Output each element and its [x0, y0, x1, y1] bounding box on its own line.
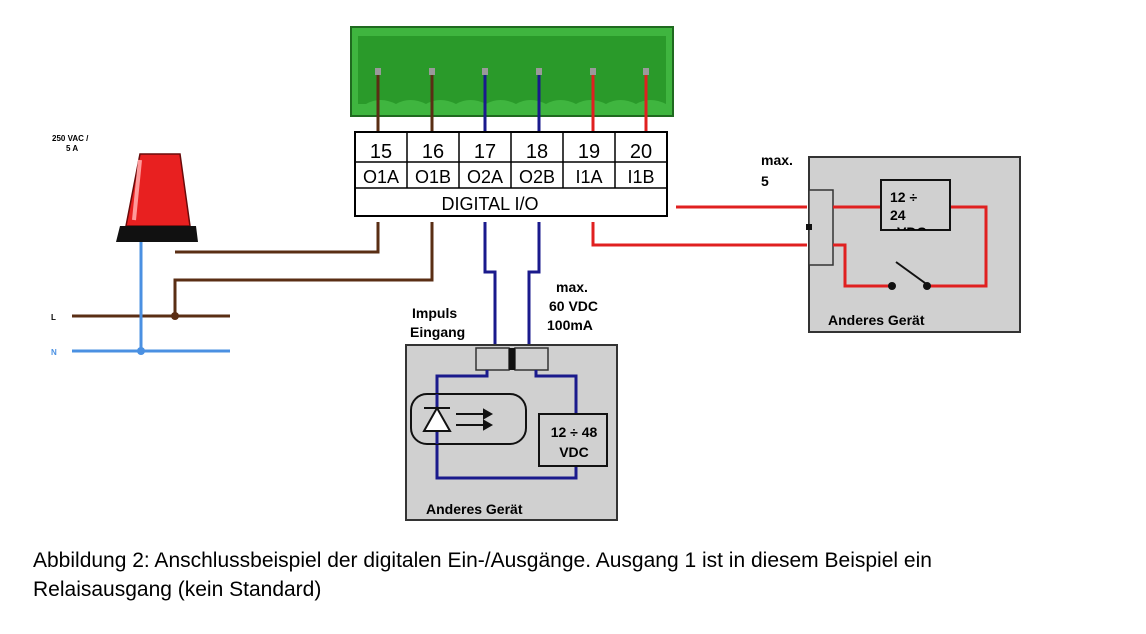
pulse-supply-line2: VDC — [559, 444, 589, 460]
lamp-rating-line1: 250 VAC / — [52, 134, 89, 143]
terminal-number-19: 19 — [578, 141, 600, 163]
terminal-number-18: 18 — [526, 141, 548, 163]
terminal-number-15: 15 — [370, 141, 392, 163]
relay-max-line2: 5 — [761, 173, 769, 189]
warning-lamp — [116, 153, 198, 242]
pulse-supply-line1: 12 ÷ 48 — [551, 424, 598, 440]
terminal-block-title: DIGITAL I/O — [441, 194, 538, 214]
terminal-number-20: 20 — [630, 141, 652, 163]
lamp-rating-line2: 5 A — [66, 144, 78, 153]
figure-caption: Abbildung 2: Anschlussbeispiel der digit… — [33, 546, 1133, 604]
relay-input-device — [806, 156, 1021, 333]
relay-supply-line3: VDC — [897, 224, 927, 240]
terminal-block: 15 16 17 18 19 20 O1A O1B O2A O2B I1A I1… — [354, 131, 668, 217]
pulse-max-line1: max. — [556, 279, 588, 295]
input1-wires — [591, 205, 807, 247]
terminal-label-o1b: O1B — [415, 167, 451, 187]
terminal-number-17: 17 — [474, 141, 496, 163]
pulse-input-label-line2: Eingang — [410, 324, 465, 340]
caption-line1: Abbildung 2: Anschlussbeispiel der digit… — [33, 549, 932, 572]
terminal-label-o2b: O2B — [519, 167, 555, 187]
relay-supply-line1: 12 ÷ — [890, 189, 917, 205]
output2-wires — [483, 222, 541, 348]
pulse-device-label: Anderes Gerät — [426, 501, 523, 517]
terminal-label-i1a: I1A — [575, 167, 602, 187]
mains-n-label: N — [51, 348, 57, 357]
green-connector — [350, 26, 674, 117]
relay-max-line1: max. — [761, 152, 793, 168]
mains-lines — [72, 242, 230, 355]
output1-wires — [173, 222, 434, 316]
wiring-diagram: 15 16 17 18 19 20 O1A O1B O2A O2B I1A I1… — [51, 26, 1021, 521]
terminal-label-o2a: O2A — [467, 167, 503, 187]
pulse-input-label-line1: Impuls — [412, 305, 457, 321]
pulse-max-line2: 60 VDC — [549, 298, 598, 314]
caption-line2: Relaisausgang (kein Standard) — [33, 578, 322, 601]
terminal-number-16: 16 — [422, 141, 444, 163]
relay-supply-line2: 24 — [890, 207, 906, 223]
relay-device-label: Anderes Gerät — [828, 312, 925, 328]
pulse-input-device — [405, 344, 618, 521]
connector-wires — [376, 75, 648, 132]
mains-l-label: L — [51, 313, 56, 322]
pulse-max-line3: 100mA — [547, 317, 593, 333]
terminal-label-i1b: I1B — [627, 167, 654, 187]
connector-screws — [375, 68, 649, 75]
terminal-label-o1a: O1A — [363, 167, 399, 187]
